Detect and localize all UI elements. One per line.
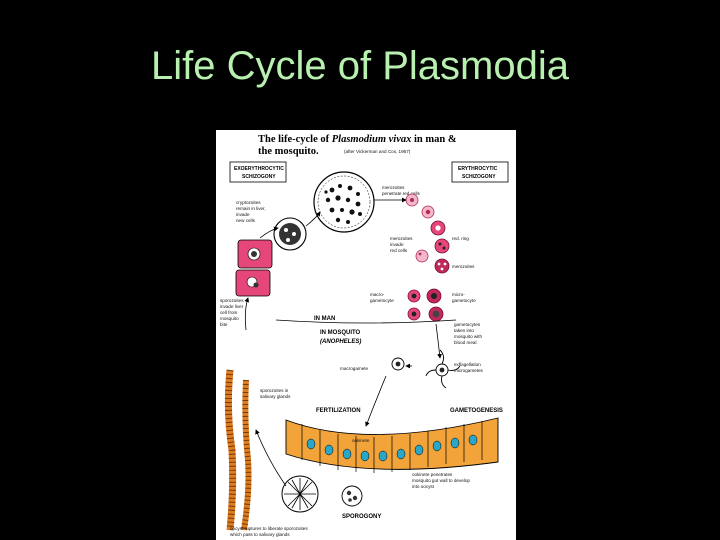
label-sporozoites-invade-2: invade liver <box>220 304 244 309</box>
cycle-arrows <box>244 197 442 487</box>
label-merozoites: merozoites <box>452 264 475 269</box>
liver-cell-schizont <box>273 217 307 251</box>
figure-title-line2: the mosquito. <box>258 146 319 157</box>
label-cryptozoites-2: remain in liver, <box>236 206 266 211</box>
label-ring: red. ring <box>452 236 469 241</box>
label-ookinete-penetrates-2: mosquito gut wall to develop <box>412 478 470 483</box>
slide-title: Life Cycle of Plasmodia <box>151 44 569 88</box>
label-cryptozoites-3: invade <box>236 212 250 217</box>
label-gametocytes-enter-4: blood meal <box>454 340 476 345</box>
mosquito-gut-wall <box>285 417 499 473</box>
label-ookinete-penetrates-3: into oocyst <box>412 484 435 489</box>
label-merozoites-invade-1: merozoites <box>390 236 413 241</box>
label-gametocytes-enter-1: gametocytes <box>454 322 481 327</box>
label-macrogamete: macrogamete <box>340 366 369 371</box>
label-merozoites-penetrate-1: merozoites <box>382 185 405 190</box>
label-oocyst-ruptures-1: oocyst ruptures to liberate sporozoites <box>230 526 308 531</box>
label-sporozoites-invade-5: bite <box>220 322 228 327</box>
exo-label-2: SCHIZOGONY <box>242 174 276 180</box>
exo-label-1: EXOERYTHROCYTIC <box>234 166 284 172</box>
phase-in-man: IN MAN <box>314 316 335 322</box>
phase-sporogony: SPOROGONY <box>342 514 381 520</box>
phase-in-mosquito: IN MOSQUITO <box>320 330 361 336</box>
exoerythrocytic-box <box>229 161 287 183</box>
life-cycle-diagram: The life-cycle of Plasmodium vivax in ma… <box>216 130 516 540</box>
liver-schizont-illustration <box>313 171 375 233</box>
gametocytes <box>407 288 444 322</box>
label-merozoites-invade-2: invade <box>390 242 404 247</box>
label-exflagellation-2: microgametes <box>454 368 484 373</box>
phase-gametogenesis: GAMETOGENESIS <box>450 408 503 414</box>
man-mosquito-divider <box>275 319 457 324</box>
label-macrogametocyte-2: gametocyte <box>370 298 394 303</box>
label-microgametocyte-2: gametocyte <box>452 298 476 303</box>
phase-fertilization: FERTILIZATION <box>316 408 361 414</box>
label-ookinete: ookinete <box>352 438 370 443</box>
label-sporozoites-invade-4: mosquito <box>220 316 239 321</box>
erythrocyte-chain <box>405 193 450 274</box>
salivary-glands <box>224 369 252 531</box>
label-oocyst-ruptures-2: which pass to salivary glands <box>230 532 290 537</box>
label-sporozoites-glands-1: sporozoites in <box>260 388 289 393</box>
ery-label-2: SCHIZOGONY <box>462 174 496 180</box>
label-sporozoites-invade-1: sporozoites <box>220 298 244 303</box>
label-merozoites-invade-3: red cells <box>390 248 408 253</box>
exflagellation-illustration <box>391 349 461 389</box>
label-gametocytes-enter-2: taken into <box>454 328 474 333</box>
label-ookinete-penetrates-1: ookinete penetrates <box>412 472 453 477</box>
phase-anopheles: (ANOPHELES) <box>320 339 361 345</box>
label-sporozoites-invade-3: cell from <box>220 310 238 315</box>
ery-label-1: ERYTHROCYTIC <box>458 166 498 172</box>
erythrocytic-box <box>451 161 509 183</box>
label-gametocytes-enter-3: mosquito with <box>454 334 483 339</box>
label-sporozoites-glands-2: salivary glands <box>260 394 291 399</box>
label-macrogametocyte-1: macro- <box>370 292 385 297</box>
figure-attribution: (after Vickerman and Cox, 1967) <box>344 149 411 154</box>
label-exflagellation-1: exflagellation <box>454 362 481 367</box>
label-microgametocyte-1: micro- <box>452 292 465 297</box>
label-merozoites-penetrate-2: penetrate red cells <box>382 191 420 196</box>
label-cryptozoites-4: new cells <box>236 218 256 223</box>
figure-title-line1: The life-cycle of Plasmodium vivax in ma… <box>258 134 457 145</box>
label-cryptozoites-1: cryptozoites <box>236 200 261 205</box>
liver-cells-pink <box>235 239 273 297</box>
oocyst-illustration <box>281 475 363 513</box>
